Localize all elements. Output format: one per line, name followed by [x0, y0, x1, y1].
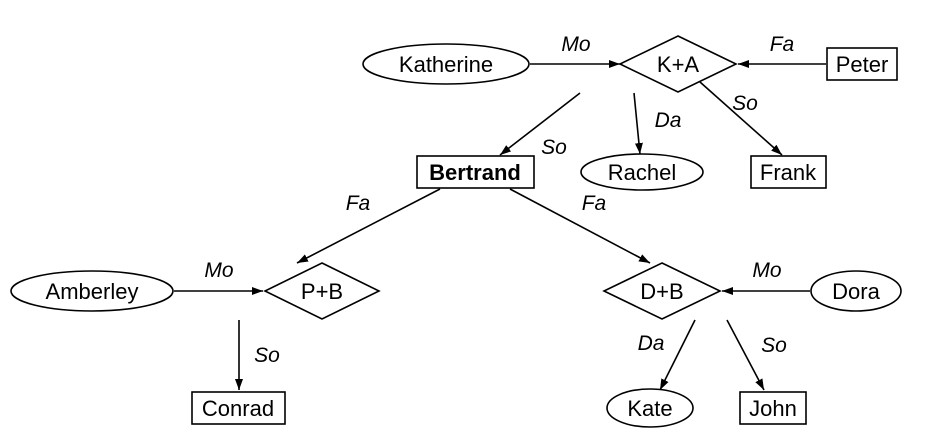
- label-bertrand-pb: Fa: [346, 192, 371, 215]
- edge-bertrand-db: [509, 188, 651, 264]
- node-rachel: Rachel: [580, 153, 704, 191]
- node-kate: Kate: [606, 388, 694, 428]
- label-bertrand-db: Fa: [582, 192, 607, 215]
- node-kate-label: Kate: [627, 396, 672, 421]
- node-db: D+B: [602, 262, 722, 320]
- label-dora-db: Mo: [752, 259, 781, 282]
- label-ka-rachel: Da: [655, 109, 682, 132]
- label-db-john: So: [761, 334, 787, 357]
- node-bertrand: Bertrand: [416, 155, 535, 189]
- label-peter-ka: Fa: [770, 33, 795, 56]
- node-conrad: Conrad: [191, 391, 286, 425]
- node-frank-label: Frank: [760, 160, 817, 185]
- edge-ka-rachel: [633, 92, 643, 155]
- edge-ka-frank: [699, 81, 783, 156]
- node-peter-label: Peter: [836, 52, 889, 77]
- edge-db-john: [726, 319, 765, 391]
- node-peter: Peter: [826, 47, 898, 81]
- node-ka: K+A: [618, 35, 738, 93]
- label-katherine-ka: Mo: [561, 33, 590, 56]
- edge-labels: Mo Fa So Da So Fa Fa Mo Mo So Da So: [204, 33, 794, 367]
- label-ka-bertrand: So: [541, 136, 567, 159]
- node-katherine-label: Katherine: [399, 52, 493, 77]
- edge-ka-bertrand: [499, 92, 581, 156]
- node-katherine: Katherine: [362, 43, 530, 85]
- label-db-kate: Da: [638, 332, 665, 355]
- node-db-label: D+B: [640, 279, 683, 304]
- edges: [174, 60, 826, 391]
- node-frank: Frank: [750, 155, 827, 189]
- node-ka-label: K+A: [657, 52, 700, 77]
- label-pb-conrad: So: [254, 344, 280, 367]
- node-amberley-label: Amberley: [46, 279, 139, 304]
- node-bertrand-label: Bertrand: [429, 160, 521, 185]
- node-pb-label: P+B: [301, 279, 343, 304]
- node-dora-label: Dora: [832, 279, 880, 304]
- edge-bertrand-pb: [296, 188, 441, 264]
- node-pb: P+B: [263, 262, 381, 320]
- node-rachel-label: Rachel: [608, 160, 676, 185]
- label-amberley-pb: Mo: [204, 259, 233, 282]
- label-ka-frank: So: [732, 92, 758, 115]
- node-dora: Dora: [810, 270, 902, 312]
- edge-db-kate: [659, 319, 696, 391]
- node-conrad-label: Conrad: [202, 396, 274, 421]
- node-john-label: John: [749, 396, 797, 421]
- node-john: John: [739, 391, 807, 425]
- node-amberley: Amberley: [10, 270, 174, 312]
